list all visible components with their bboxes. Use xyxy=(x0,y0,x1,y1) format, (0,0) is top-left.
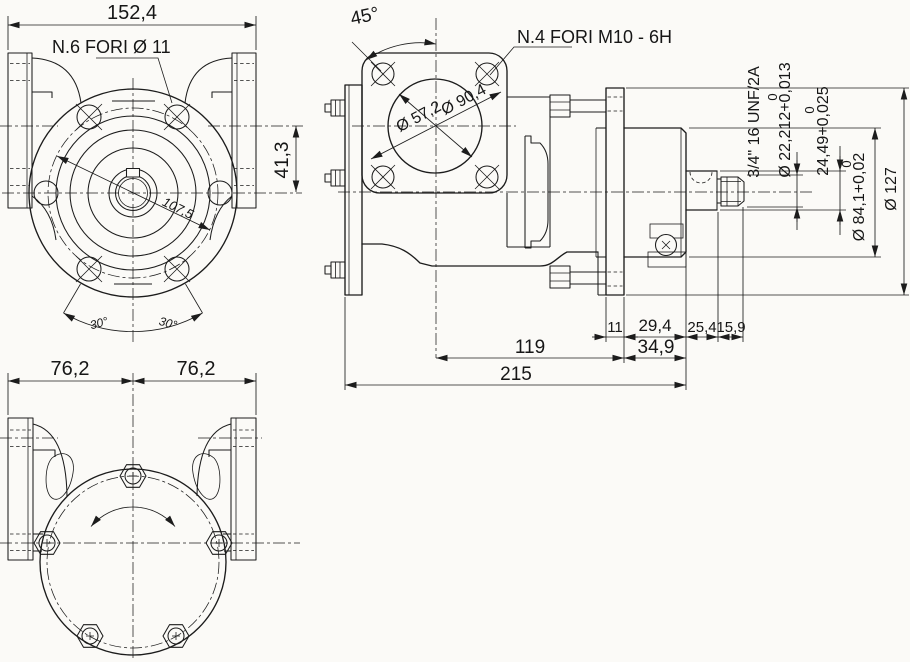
shaft-height-label: 24,49+0,025 xyxy=(815,86,832,176)
stud-middle xyxy=(324,169,346,187)
shaft-dia-label: Ø 22,212+0,013 xyxy=(777,62,794,177)
dim-bottom-right: 76,2 xyxy=(177,358,216,380)
flange-angle-dimension: 45° xyxy=(349,3,437,72)
rotation-direction-arrow xyxy=(90,506,176,527)
flange-angle-label: 45° xyxy=(349,3,381,30)
front-offset-dimension: 41,3 xyxy=(272,126,300,192)
front-view: 152,4 N.6 FORI Ø 11 41,3 107,5 30° 30° xyxy=(0,2,303,345)
output-shaft xyxy=(685,170,745,211)
angle-right-label: 30° xyxy=(157,314,178,332)
bearing-hub xyxy=(623,127,687,268)
cover-bolts xyxy=(33,464,233,648)
dim-hub-length: 29,4 xyxy=(638,316,671,335)
side-dimension-chains: 11 29,4 25,4 15,9 119 34,9 215 xyxy=(344,207,746,390)
dim-bottom-left: 76,2 xyxy=(51,358,90,380)
dim-front-width: 152,4 xyxy=(107,2,157,24)
thread-spec-label: 3/4" 16 UNF/2A xyxy=(746,66,763,178)
side-holes-note: N.4 FORI M10 - 6H xyxy=(517,27,672,47)
shaft-dimensions: 3/4" 16 UNF/2A Ø 22,212+0,013 0 24,49+0,… xyxy=(626,62,909,296)
port-flange-right xyxy=(231,52,257,209)
front-width-dimension: 152,4 xyxy=(7,2,257,50)
dim-shaft-section: 25,4 xyxy=(687,319,716,336)
side-view: Ø 57,2 Ø 90,4 45° N.4 FORI M10 - 6H xyxy=(324,3,909,390)
bottom-centerlines xyxy=(0,373,300,660)
angle-left-label: 30° xyxy=(88,314,109,332)
shaft-keyway xyxy=(125,167,141,178)
mounting-plate xyxy=(324,84,363,296)
dim-flange-to-bearing: 34,9 xyxy=(638,337,675,358)
shaft-dia-upper-tol: 0 xyxy=(765,93,780,100)
port-inner-dia-label: Ø 57,2 xyxy=(394,98,444,136)
bottom-width-dimensions: 76,2 76,2 xyxy=(7,358,257,415)
dim-flange-thickness: 11 xyxy=(607,319,623,336)
output-flange xyxy=(595,87,625,296)
spigot-dia-upper-tol: 0 xyxy=(839,160,854,167)
bolt-circle-dim: 107,5 xyxy=(160,194,197,222)
bottom-casting-transitions xyxy=(32,423,232,552)
dim-thread-length: 15,9 xyxy=(716,319,745,336)
hidden-cross-hole xyxy=(689,171,713,184)
bottom-port-flange-left xyxy=(7,417,34,561)
rear-stud-top xyxy=(549,94,606,118)
pump-body-side xyxy=(361,94,606,296)
rear-stud-bottom xyxy=(549,265,606,289)
bottom-port-flange-right xyxy=(230,417,257,561)
dim-body-length: 119 xyxy=(515,337,545,358)
front-offset-dim: 41,3 xyxy=(272,142,293,179)
front-bolt-holes xyxy=(33,103,233,283)
dim-overall-length: 215 xyxy=(500,364,532,385)
cover-plate-circle xyxy=(39,468,227,656)
front-holes-note: N.6 FORI Ø 11 xyxy=(52,37,171,57)
front-angle-dimension: 30° 30° xyxy=(63,283,203,332)
port-bolt-dia-label: Ø 90,4 xyxy=(439,81,489,119)
shaft-height-upper-tol: 0 xyxy=(802,106,817,113)
side-holes-callout: N.4 FORI M10 - 6H xyxy=(489,27,672,76)
spigot-dia-label: Ø 84,1+0,02 xyxy=(851,153,868,242)
front-holes-callout: N.6 FORI Ø 11 xyxy=(52,37,173,104)
flange-dia-label: Ø 127 xyxy=(883,167,900,211)
stud-top xyxy=(324,99,346,117)
bottom-view: 76,2 76,2 xyxy=(0,358,300,660)
side-centerlines xyxy=(338,18,812,358)
square-port-flange: Ø 57,2 Ø 90,4 xyxy=(361,52,508,194)
stud-bottom xyxy=(324,261,346,279)
port-flange-left xyxy=(7,52,33,209)
